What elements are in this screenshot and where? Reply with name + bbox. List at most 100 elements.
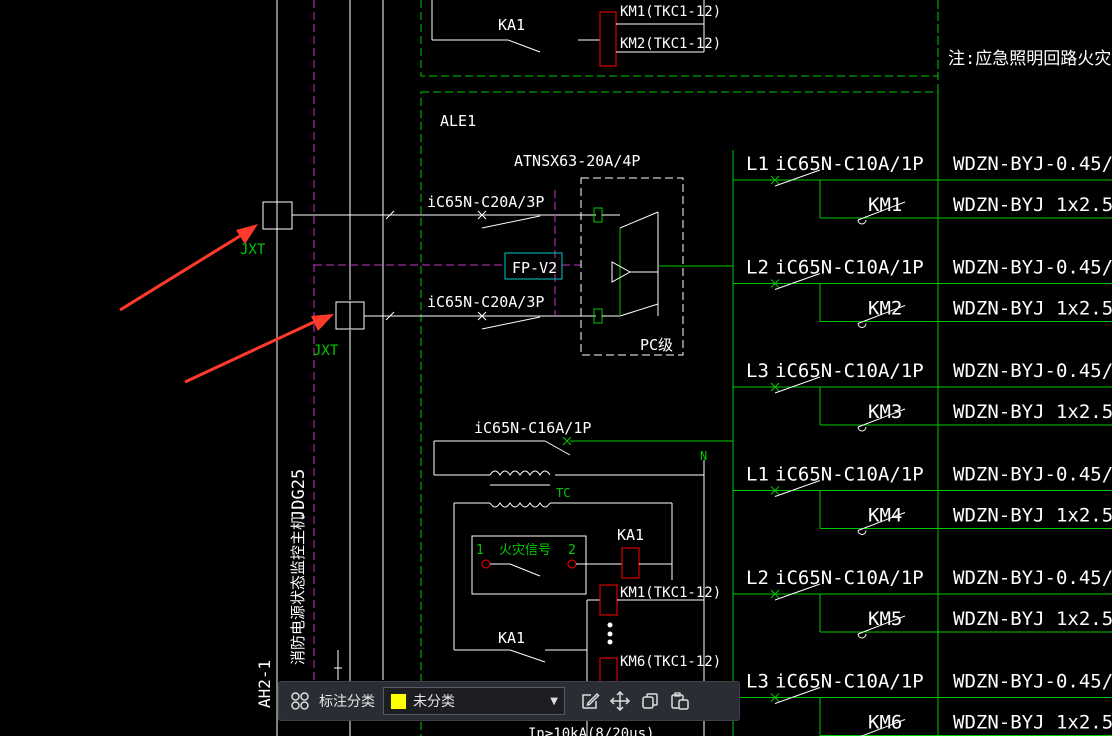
note-text: 注:应急照明回路火灾时 (948, 49, 1112, 69)
km1-tkc-label-top: KM1(TKC1-12) (620, 4, 721, 20)
km6-tkc-label: KM6(TKC1-12) (620, 654, 721, 670)
feeder-phase-label: L3 (746, 671, 769, 693)
feeder-km-arc (857, 426, 867, 432)
terminal-1: 1 (476, 543, 484, 558)
feeder-breaker-label: iC65N-C10A/1P (775, 567, 924, 589)
feeder-breaker-label: iC65N-C10A/1P (775, 153, 924, 175)
feeder-cable-a: WDZN-BYJ-0.45/ (953, 464, 1112, 486)
neutral-label: N (700, 449, 707, 463)
feeder-breaker-contact (774, 583, 821, 601)
category-selected-value: 未分类 (413, 694, 455, 710)
feeder-breaker-mark (770, 486, 780, 495)
ats-model-label: ATNSX63-20A/4P (514, 152, 640, 170)
ats-operator-symbol (611, 261, 632, 283)
breaker-3p-label-2: iC65N-C20A/3P (427, 293, 544, 311)
feeder-cable-b: WDZN-BYJ 1x2.5 (953, 194, 1112, 216)
bottom-spd-label: In≥10kA(8/20us) (528, 726, 654, 736)
feeder-cable-a: WDZN-BYJ-0.45/ (953, 567, 1112, 589)
ka1-contact-label: KA1 (498, 629, 525, 647)
feeder-cable-a: WDZN-BYJ-0.45/ (953, 257, 1112, 279)
feeder-km-arc (857, 530, 867, 535)
feeder-cable-b: WDZN-BYJ 1x2.5 (953, 298, 1112, 320)
jxt-label-2: JXT (313, 343, 339, 359)
feeder-km-contact (857, 512, 906, 531)
monitor-host-label: 消防电源状态监控主机 (289, 515, 307, 665)
feeder-km-arc (857, 323, 867, 328)
feeder-km-label: KM5 (868, 608, 902, 630)
move-icon[interactable] (605, 686, 635, 716)
pc-class-label: PC级 (640, 336, 673, 354)
annotation-arrow-2 (184, 320, 315, 384)
km2-tkc-label: KM2(TKC1-12) (620, 36, 721, 52)
feeder-breaker-mark (770, 279, 780, 288)
feeder-km-label: KM3 (868, 401, 902, 423)
feeder-cable-b: WDZN-BYJ 1x2.5 (953, 712, 1112, 734)
feeder-km-contact (857, 201, 906, 221)
fire-signal-box (471, 535, 587, 595)
feeder-breaker-contact (774, 376, 821, 394)
feeder-breaker-label: iC65N-C10A/1P (775, 360, 924, 382)
feeder-phase-label: L1 (746, 153, 769, 175)
feeder-cable-b: WDZN-BYJ 1x2.5 (953, 505, 1112, 527)
ats-box (580, 177, 684, 356)
annotation-toolbar: 标注分类 未分类 ▼ (278, 681, 740, 721)
feeder-cable-a: WDZN-BYJ-0.45/ (953, 671, 1112, 693)
paste-icon[interactable] (665, 686, 695, 716)
ka1-coil-label: KA1 (617, 526, 644, 544)
feeder-cable-b: WDZN-BYJ 1x2.5 (953, 608, 1112, 630)
feeder-breaker-contact (774, 687, 821, 704)
feeder-breaker-mark (770, 693, 780, 702)
feeder-km-arc (857, 219, 867, 225)
feeder-km-contact (857, 615, 906, 635)
feeder-phase-label: L2 (746, 567, 769, 589)
feeder-km-label: KM1 (868, 194, 902, 216)
feeder-phase-label: L2 (746, 257, 769, 279)
feeder-breaker-label: iC65N-C10A/1P (775, 257, 924, 279)
control-breaker-label: iC65N-C16A/1P (474, 419, 591, 437)
feeder-breaker-mark (770, 175, 780, 185)
annotation-arrow-1 (119, 234, 241, 312)
annotation-category-label: 标注分类 (319, 694, 375, 710)
feeder-km-label: KM4 (868, 505, 902, 527)
feeder-breaker-mark (770, 382, 780, 392)
panel-ale1-label: ALE1 (440, 112, 476, 130)
fire-signal-label: 火灾信号 (499, 542, 551, 558)
feeder-km-contact (860, 719, 906, 736)
feeder-phase-label: L3 (746, 360, 769, 382)
top-panel-frame (420, 0, 939, 77)
fire-module-label: FP-V2 (512, 259, 557, 277)
feeder-km-arc (857, 633, 867, 639)
km-coil-top (599, 11, 617, 67)
km1-coil (599, 584, 618, 616)
feeder-breaker-label: iC65N-C10A/1P (775, 671, 924, 693)
apps-grid-icon[interactable] (285, 686, 315, 716)
transformer-label: TC (556, 486, 570, 500)
category-select[interactable]: 未分类 ▼ (383, 687, 565, 715)
edit-icon[interactable] (575, 686, 605, 716)
conduit-label: JDG25 (289, 469, 309, 520)
copy-icon[interactable] (635, 686, 665, 716)
ka1-coil (621, 547, 640, 579)
feeder-km-label: KM2 (868, 298, 902, 320)
ka1-label-top: KA1 (498, 16, 525, 34)
contact (507, 39, 541, 53)
arrow-head-2 (311, 314, 334, 331)
transformer-secondary (489, 502, 551, 508)
feeder-km-contact (857, 305, 906, 324)
ah-label: AH2-1 (255, 660, 274, 708)
km6-coil (599, 657, 618, 683)
feeder-cable-a: WDZN-BYJ-0.45/ (953, 153, 1112, 175)
feeder-breaker-mark (770, 589, 780, 599)
km1-tkc-label: KM1(TKC1-12) (620, 585, 721, 601)
feeder-km-label: KM6 (868, 712, 902, 734)
feeder-cable-b: WDZN-BYJ 1x2.5 (953, 401, 1112, 423)
arrow-head-1 (236, 224, 258, 244)
feeder-breaker-label: iC65N-C10A/1P (775, 464, 924, 486)
feeder-km-contact (857, 408, 906, 428)
jxt-label-1: JXT (240, 242, 266, 258)
breaker-3p-label-1: iC65N-C20A/3P (427, 193, 544, 211)
category-color-swatch (390, 692, 407, 710)
fire-module-box (504, 252, 563, 280)
